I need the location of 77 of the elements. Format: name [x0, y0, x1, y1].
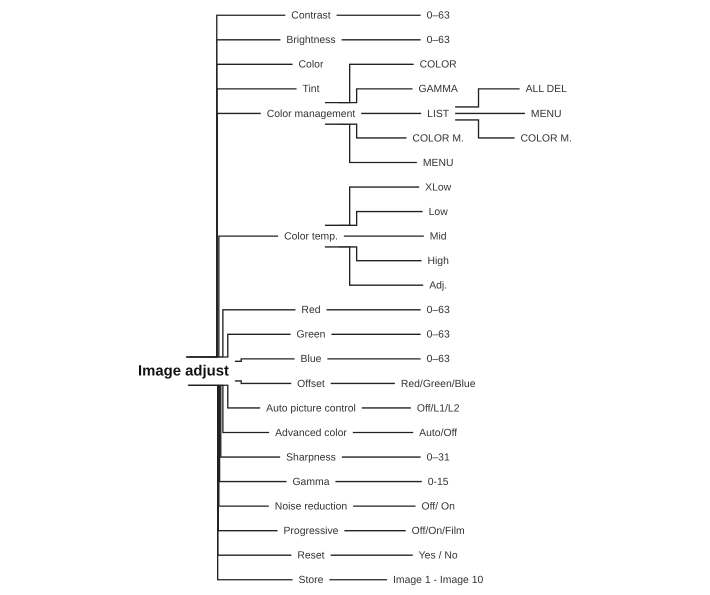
connector	[362, 407, 411, 409]
connector	[338, 210, 423, 226]
node-text: Low	[428, 205, 448, 218]
node-text: Tint	[302, 82, 320, 94]
node-text: Off/ On	[421, 500, 455, 512]
node-text: Gamma	[292, 475, 330, 488]
connector	[198, 309, 296, 358]
node-text: Green	[296, 328, 326, 340]
node-text: Color management	[266, 107, 356, 119]
node-text: Off/L1/L2	[416, 402, 460, 414]
node-text: Blue	[300, 352, 322, 364]
node-text: Red	[301, 303, 321, 316]
node-text: Color temp.	[284, 230, 338, 242]
node-text: Red/Green/Blue	[400, 377, 476, 389]
node-text: COLOR M.	[520, 132, 572, 144]
connector	[342, 39, 421, 40]
node-text: LIST	[427, 107, 450, 119]
node-text: High	[427, 254, 449, 266]
node-text: 0–31	[426, 450, 450, 463]
node-text: Offset	[297, 377, 325, 389]
node-text: Advanced color	[275, 426, 347, 438]
connector	[234, 380, 292, 384]
node-text: 0–63	[426, 352, 450, 364]
connector	[361, 112, 422, 114]
connector	[324, 186, 420, 226]
connector	[327, 358, 421, 360]
connector	[329, 579, 388, 580]
connector	[335, 480, 422, 482]
connector	[190, 235, 278, 358]
node-text: Off/On/Film	[412, 524, 465, 536]
connector	[324, 124, 417, 164]
node-text: Noise reduction	[274, 500, 348, 512]
node-text: Color	[298, 58, 324, 70]
connector	[324, 246, 424, 286]
connector	[336, 14, 421, 16]
connector	[352, 432, 414, 434]
connector	[208, 334, 291, 358]
connector	[330, 554, 413, 556]
node-text: Contrast	[291, 8, 331, 21]
connector	[324, 64, 414, 104]
connector	[344, 235, 424, 237]
node-text: Adj.	[429, 278, 448, 291]
node-text: 0–63	[426, 33, 450, 46]
node-text: Yes / No	[418, 548, 458, 561]
node-text: Image adjust	[138, 362, 229, 380]
node-text: Store	[298, 573, 324, 586]
node-text: 0–63	[426, 328, 450, 340]
node-text: Auto picture control	[266, 402, 356, 414]
connector	[338, 88, 413, 104]
node-text: COLOR	[420, 58, 457, 70]
node-text: COLOR M.	[412, 132, 464, 144]
node-text: MENU	[530, 107, 562, 119]
node-text: 0–63	[426, 8, 450, 21]
connector	[455, 119, 515, 139]
connector	[342, 456, 421, 458]
node-text: ALL DEL	[526, 82, 567, 94]
node-text: GAMMA	[418, 82, 458, 94]
node-text: Reset	[297, 548, 325, 561]
node-text: 0-15	[428, 475, 449, 488]
connector	[331, 334, 421, 335]
connector	[455, 112, 525, 114]
node-text: Auto/Off	[419, 426, 458, 438]
connector	[330, 382, 395, 384]
node-text: XLow	[425, 180, 452, 193]
connector	[326, 309, 421, 310]
connector	[234, 358, 295, 362]
node-text: Image 1 - Image 10	[393, 573, 484, 586]
connector	[455, 88, 520, 108]
node-text: Brightness	[286, 33, 336, 46]
node-text: Progressive	[283, 524, 338, 536]
node-text: Mid	[430, 230, 447, 242]
connector	[186, 112, 261, 358]
connector	[353, 505, 416, 507]
node-text: MENU	[422, 156, 454, 168]
connector	[344, 530, 406, 532]
node-text: 0–63	[426, 303, 450, 316]
node-text: Sharpness	[286, 450, 336, 463]
